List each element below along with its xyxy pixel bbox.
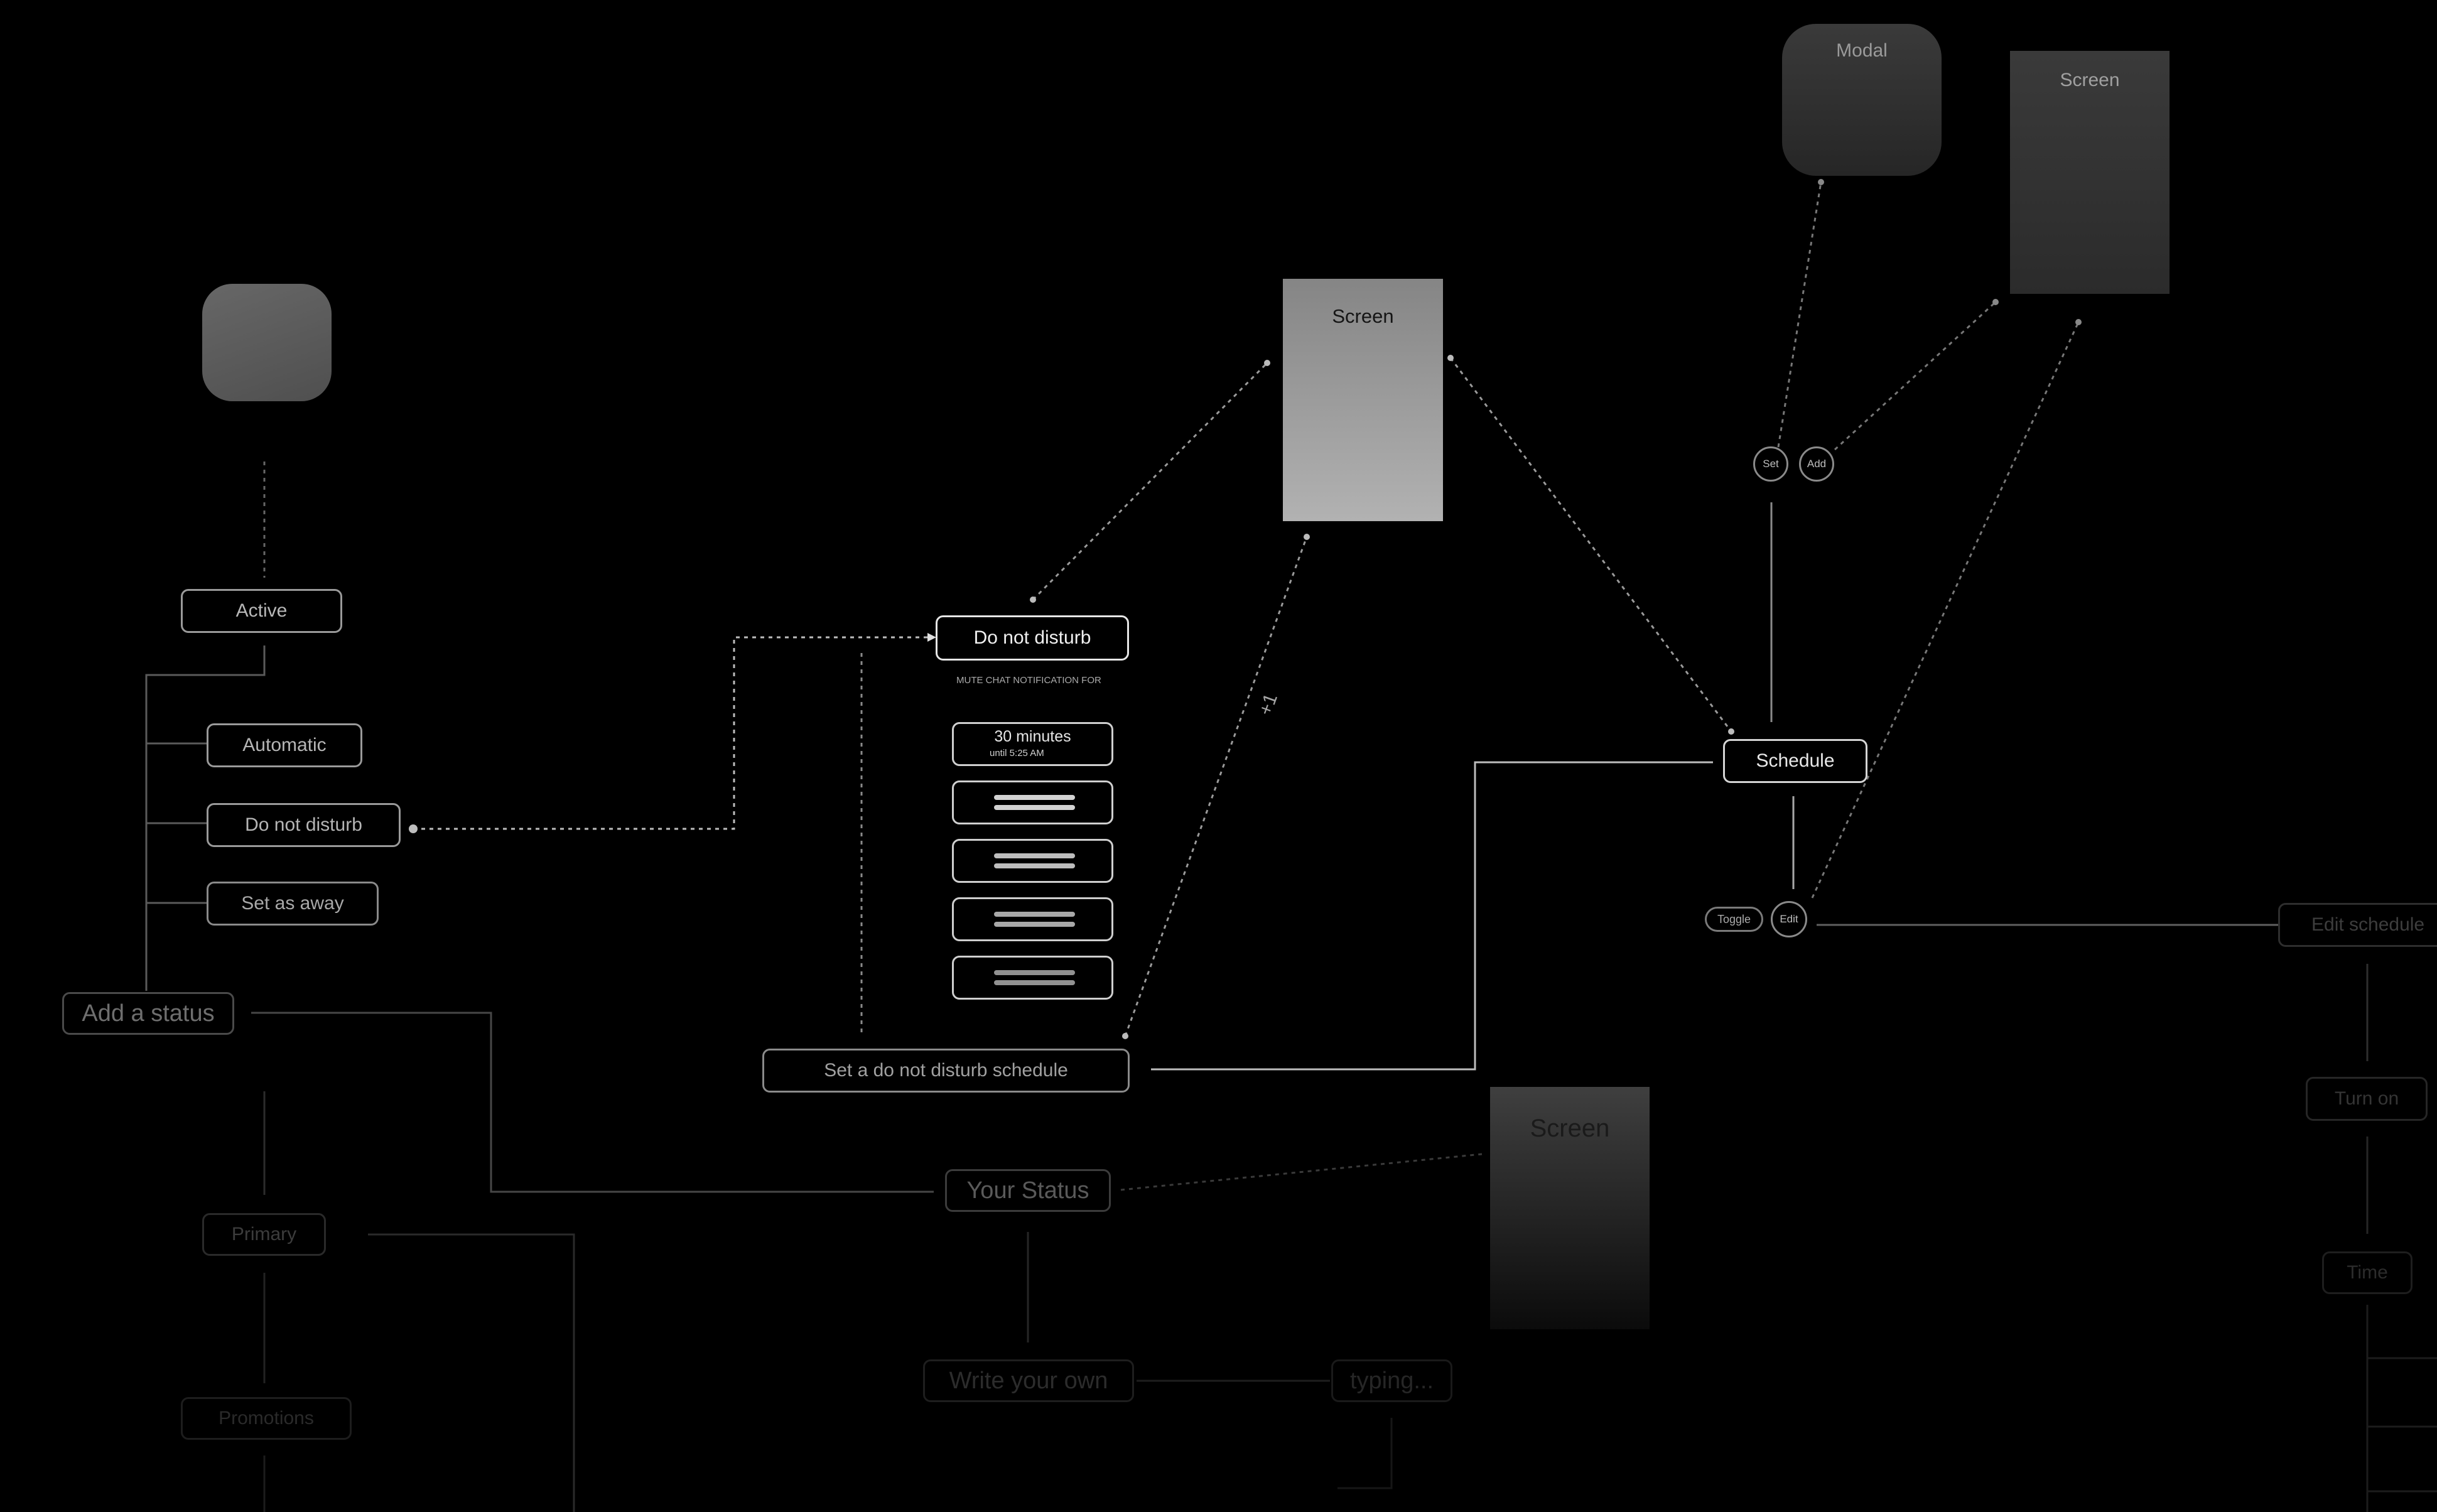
placeholder-text-bar <box>994 922 1075 927</box>
duration-option[interactable] <box>952 897 1113 941</box>
time-label: Time <box>2347 1262 2388 1283</box>
toggle-button[interactable]: Toggle <box>1705 907 1763 932</box>
promotions-node[interactable]: Promotions <box>181 1397 352 1440</box>
top-right-screen-label: Screen <box>2060 70 2120 90</box>
edit-schedule-node[interactable]: Edit schedule <box>2278 903 2437 947</box>
modal-label: Modal <box>1836 40 1888 61</box>
center-screen-label: Screen <box>1332 305 1394 327</box>
duration-option-label: 30 minutes <box>994 728 1071 745</box>
set-button-label: Set <box>1763 458 1779 470</box>
placeholder-text-bar <box>994 805 1075 810</box>
turn-on-node[interactable]: Turn on <box>2306 1077 2428 1121</box>
status-option-set-as-away[interactable]: Set as away <box>207 882 379 926</box>
set-dnd-schedule-label: Set a do not disturb schedule <box>824 1060 1068 1081</box>
top-right-screen-placeholder: Screen <box>2010 51 2170 294</box>
time-node[interactable]: Time <box>2322 1251 2413 1294</box>
promotions-label: Promotions <box>219 1408 314 1428</box>
set-dnd-schedule-node[interactable]: Set a do not disturb schedule <box>762 1049 1130 1093</box>
add-button-label: Add <box>1807 458 1827 470</box>
duration-option-sub: until 5:25 AM <box>990 748 1044 759</box>
placeholder-text-bar <box>994 980 1075 985</box>
status-option-label: Set as away <box>241 893 344 914</box>
write-your-own-label: Write your own <box>949 1367 1108 1394</box>
edit-button[interactable]: Edit <box>1771 901 1807 937</box>
active-node[interactable]: Active <box>181 589 342 633</box>
edit-schedule-label: Edit schedule <box>2311 914 2425 935</box>
center-screen-placeholder: Screen <box>1283 279 1443 521</box>
modal-placeholder: Modal <box>1782 24 1942 176</box>
duration-option[interactable] <box>952 839 1113 883</box>
your-status-label: Your Status <box>966 1177 1089 1204</box>
toggle-button-label: Toggle <box>1717 912 1751 926</box>
duration-option-30-minutes[interactable]: 30 minutes until 5:25 AM <box>952 722 1113 766</box>
placeholder-text-bar <box>994 795 1075 800</box>
schedule-label: Schedule <box>1756 750 1835 771</box>
placeholder-text-bar <box>994 863 1075 868</box>
mute-caption: MUTE CHAT NOTIFICATION FOR <box>956 675 1101 686</box>
status-option-label: Automatic <box>242 735 327 755</box>
edit-button-label: Edit <box>1780 913 1798 925</box>
duration-option[interactable] <box>952 956 1113 1000</box>
add-button[interactable]: Add <box>1799 446 1834 482</box>
bottom-screen-label: Screen <box>1530 1115 1610 1142</box>
placeholder-text-bar <box>994 970 1075 975</box>
add-a-status-node[interactable]: Add a status <box>62 992 234 1035</box>
placeholder-text-bar <box>994 853 1075 858</box>
status-option-label: Do not disturb <box>245 814 362 835</box>
duration-option[interactable] <box>952 780 1113 824</box>
typing-label: typing... <box>1349 1367 1434 1394</box>
schedule-node[interactable]: Schedule <box>1723 739 1867 783</box>
app-blob-shape <box>202 284 332 401</box>
typing-node[interactable]: typing... <box>1331 1359 1452 1402</box>
write-your-own-node[interactable]: Write your own <box>923 1359 1134 1402</box>
active-node-label: Active <box>235 600 288 621</box>
placeholder-text-bar <box>994 912 1075 917</box>
status-option-automatic[interactable]: Automatic <box>207 723 362 767</box>
do-not-disturb-title: Do not disturb <box>973 627 1091 648</box>
status-option-do-not-disturb[interactable]: Do not disturb <box>207 803 401 847</box>
add-a-status-label: Add a status <box>82 1000 215 1027</box>
primary-label: Primary <box>231 1224 297 1245</box>
your-status-node[interactable]: Your Status <box>945 1169 1111 1212</box>
turn-on-label: Turn on <box>2334 1088 2399 1109</box>
bottom-screen-placeholder: Screen <box>1490 1087 1650 1329</box>
set-button[interactable]: Set <box>1753 446 1788 482</box>
do-not-disturb-title-node[interactable]: Do not disturb <box>936 615 1129 661</box>
primary-node[interactable]: Primary <box>202 1213 326 1256</box>
